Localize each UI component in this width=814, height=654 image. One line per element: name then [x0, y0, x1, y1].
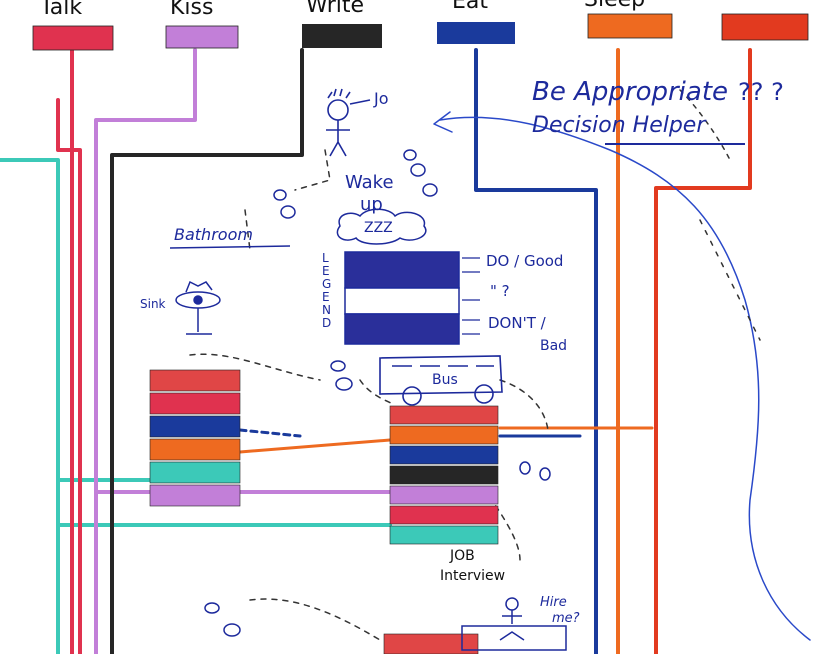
talk-bar — [32, 25, 114, 51]
job-label-2: Interview — [440, 568, 505, 584]
bus-stack-band-4 — [389, 485, 499, 505]
bus-stack-band-6 — [389, 525, 499, 545]
title-block: Be Appropriate ?? ? Decision Helper — [532, 77, 784, 145]
thought-bubbles — [204, 149, 551, 637]
connector-lines — [0, 48, 811, 654]
kiss-line — [94, 48, 197, 654]
write-bar — [302, 24, 382, 48]
bathroom-color-stack — [149, 369, 241, 507]
bus-color-stack — [389, 405, 499, 545]
bathroom-stack-band-2 — [149, 415, 241, 438]
bus-stack-band-1 — [389, 425, 499, 445]
legend-good-swatch — [344, 251, 460, 289]
teal-line — [0, 158, 60, 654]
flow-dash-4 — [359, 379, 396, 406]
pen-path — [439, 116, 811, 641]
title-line2: Decision Helper — [532, 113, 707, 138]
eat-line — [474, 48, 598, 654]
bathroom-stack-band-4 — [149, 461, 241, 484]
bus-stack-band-5 — [389, 505, 499, 525]
write-label: Write — [306, 0, 364, 18]
bathroom-stack-band-3 — [149, 438, 241, 461]
bus-label: Bus — [432, 372, 458, 388]
zzz-cloud — [336, 208, 427, 245]
title-line1: Be Appropriate — [532, 77, 728, 107]
bus-stack-band-3 — [389, 465, 499, 485]
legend-bad-label-1: DON'T / — [488, 314, 547, 332]
jo-label: Jo — [373, 89, 389, 108]
flow-dash-1 — [294, 149, 331, 191]
talk-label: Talk — [39, 0, 82, 20]
bathroom-stack-band-5 — [149, 484, 241, 507]
blue-dash — [238, 428, 302, 438]
sink-label: Sink — [140, 297, 166, 311]
action-bars: Talk Kiss Write Eat Sleep — [32, 0, 809, 51]
zzz-label: ZZZ — [364, 220, 393, 236]
hire-me-2: me? — [552, 611, 580, 626]
legend-good-label: DO / Good — [486, 252, 563, 270]
talk-line-2 — [56, 98, 82, 654]
flow-dash-5 — [499, 379, 549, 431]
pen-arrow — [433, 111, 453, 133]
bathroom-stack-band-0 — [149, 369, 241, 392]
flow-dash-9 — [699, 219, 761, 341]
other-bar — [721, 13, 809, 41]
wake-up-line1: Wake — [345, 172, 394, 193]
bottom-red-bar — [383, 633, 479, 654]
legend-neutral-label: " ? — [490, 282, 510, 300]
flow-dash-2 — [244, 209, 251, 251]
bathroom-underline — [169, 245, 291, 249]
legend-bad-swatch — [344, 313, 460, 345]
title-marks: ?? ? — [738, 78, 784, 106]
jo-figure — [326, 88, 371, 157]
hire-me-1: Hire — [540, 595, 567, 610]
legend-neutral-swatch — [344, 287, 460, 315]
bus-stack-band-2 — [389, 445, 499, 465]
sleep-bar — [587, 13, 673, 39]
legend-pen-marks — [462, 257, 480, 335]
sleep-label: Sleep — [584, 0, 645, 12]
flow-dash-3 — [189, 353, 321, 381]
bottom-bar — [383, 633, 479, 654]
eat-bar — [437, 22, 515, 44]
kiss-label: Kiss — [170, 0, 213, 20]
bus-icon — [379, 355, 503, 406]
other-line — [654, 48, 752, 654]
interview-figure — [461, 597, 567, 651]
job-label-1: JOB — [449, 548, 475, 564]
legend-bad-label-2: Bad — [540, 338, 567, 354]
write-line — [110, 48, 304, 654]
wake-up-line2: up — [360, 194, 383, 215]
bathroom-label: Bathroom — [174, 225, 253, 244]
kiss-bar — [165, 25, 239, 49]
sink-icon — [175, 280, 221, 335]
eat-label: Eat — [452, 0, 488, 14]
bathroom-stack-band-1 — [149, 392, 241, 415]
sleep-line-h — [238, 438, 392, 454]
flow-dash-7 — [249, 598, 381, 641]
bus-stack-band-0 — [389, 405, 499, 425]
